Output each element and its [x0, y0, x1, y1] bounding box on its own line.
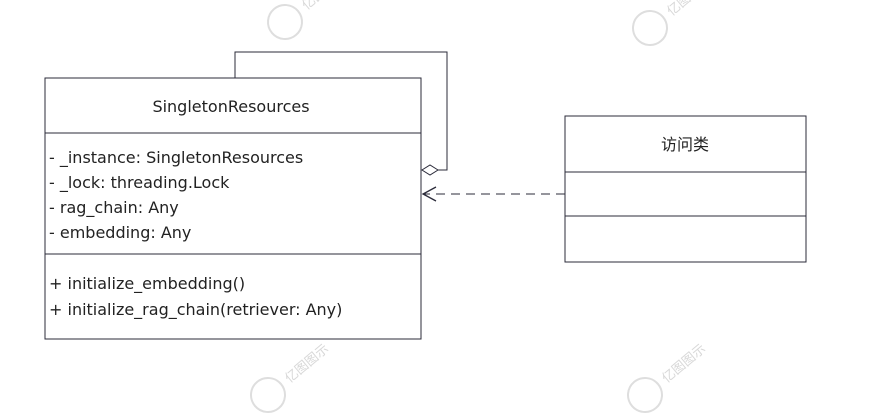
- class-name: 访问类: [661, 135, 709, 154]
- watermark-text: 亿图图示: [665, 0, 714, 19]
- watermark-text: 亿图图示: [660, 342, 709, 387]
- attribute-lock: - _lock: threading.Lock: [49, 173, 230, 193]
- attribute-instance: - _instance: SingletonResources: [49, 148, 303, 168]
- class-name: SingletonResources: [152, 97, 309, 116]
- class-box: [564, 115, 807, 263]
- watermark-bottom-right: 亿图图示: [627, 342, 709, 413]
- method-initialize-rag-chain: + initialize_rag_chain(retriever: Any): [49, 300, 342, 320]
- class-accessor[interactable]: 访问类: [564, 115, 807, 263]
- open-arrowhead-icon: [421, 186, 437, 202]
- watermark-top-left: 亿图图示: [267, 0, 349, 40]
- method-initialize-embedding: + initialize_embedding(): [49, 274, 245, 294]
- watermark-logo-icon: [632, 10, 668, 46]
- watermark-bottom-left: 亿图图示: [250, 342, 332, 413]
- watermark-logo-icon: [267, 4, 303, 40]
- watermark-text: 亿图图示: [300, 0, 349, 13]
- aggregation-diamond-icon: [421, 164, 439, 176]
- watermark-top-right: 亿图图示: [632, 0, 714, 46]
- watermark-logo-icon: [627, 377, 663, 413]
- class-box: [44, 77, 422, 340]
- attribute-embedding: - embedding: Any: [49, 223, 191, 242]
- attribute-rag-chain: - rag_chain: Any: [49, 198, 179, 218]
- self-aggregation-connector[interactable]: [234, 51, 448, 171]
- watermark-text: 亿图图示: [283, 342, 332, 387]
- watermark-logo-icon: [250, 377, 286, 413]
- class-singleton-resources[interactable]: SingletonResources - _instance: Singleto…: [44, 77, 422, 340]
